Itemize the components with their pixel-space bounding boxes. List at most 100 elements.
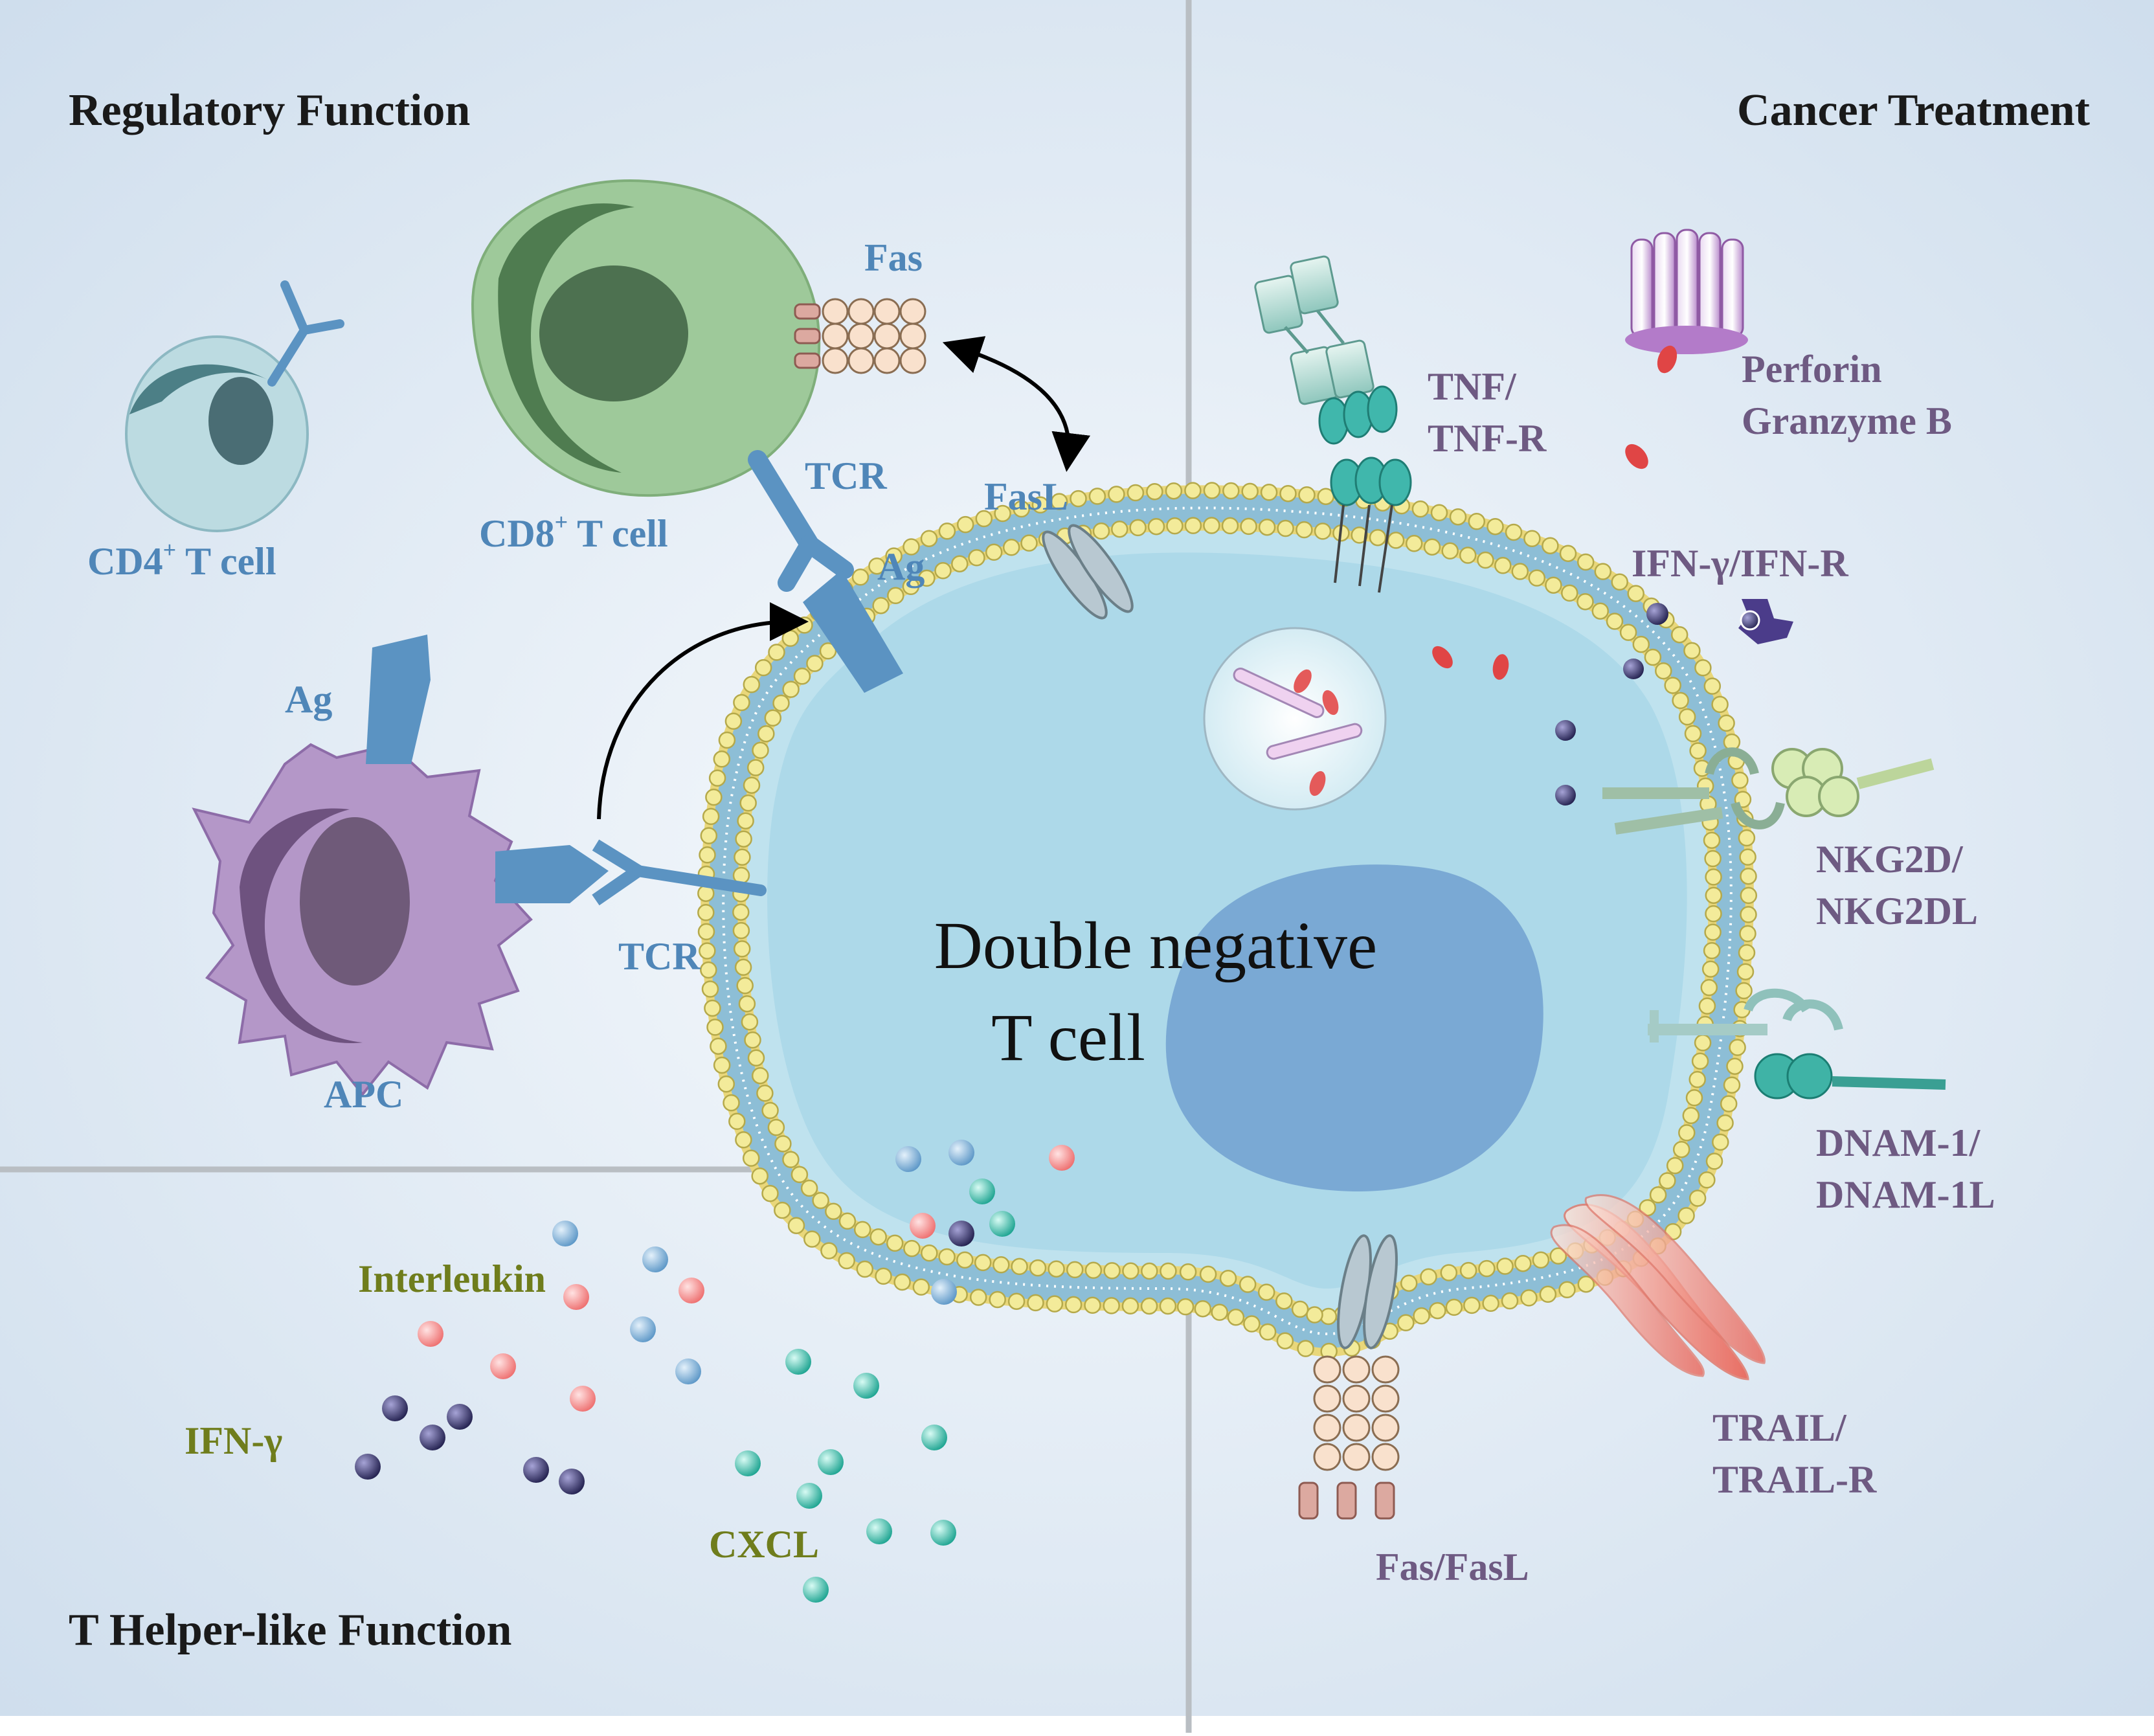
membrane-bead [1440,1264,1458,1281]
membrane-bead [1501,1292,1519,1310]
membrane-bead [1703,831,1721,849]
membrane-bead [734,848,751,866]
membrane-bead [868,557,886,575]
membrane-bead [761,1101,779,1120]
ifng-dot [948,1221,974,1246]
membrane-bead [1121,1297,1139,1315]
perforin-pore [1625,229,1748,469]
membrane-bead [920,530,938,547]
membrane-bead [717,1075,735,1093]
membrane-bead [938,1248,956,1266]
blue-dot [675,1358,701,1384]
membrane-bead [1700,978,1718,997]
membrane-bead [1664,677,1681,694]
membrane-bead [1239,1276,1257,1293]
tcr-ag-top [748,450,903,693]
membrane-bead [1738,829,1756,847]
membrane-bead [1678,1124,1696,1142]
membrane-bead [1449,508,1467,526]
membrane-bead [1291,1300,1309,1318]
membrane-bead [1277,519,1294,537]
membrane-bead [752,741,769,760]
cxcl-dot [969,1178,995,1204]
membrane-bead [1729,1039,1746,1056]
membrane-bead [736,976,754,995]
membrane-bead [1275,1292,1293,1310]
panel-title-regulatory: Regulatory Function [69,85,470,135]
membrane-bead [697,923,715,941]
membrane-bead [737,812,754,829]
membrane-bead [767,1118,785,1136]
membrane-bead [1619,624,1637,641]
membrane-bead [1400,1274,1418,1292]
membrane-bead [812,1191,829,1210]
membrane-bead [1528,569,1546,587]
membrane-bead [1682,1107,1700,1125]
blue-dot [642,1246,668,1272]
membrane-bead [803,1230,821,1248]
membrane-bead [1184,517,1202,534]
membrane-bead [1405,535,1423,552]
bottom-margin [0,1716,2154,1733]
membrane-bead [732,921,750,940]
membrane-bead [969,1289,987,1306]
intracellular-granules [1432,646,1644,806]
fasl-label: FasL [984,475,1068,518]
membrane-bead [1103,1297,1120,1314]
membrane-bead [820,1242,838,1259]
membrane-bead [701,980,719,998]
membrane-bead [886,1234,904,1252]
membrane-bead [838,1252,855,1270]
membrane-bead [1545,576,1562,594]
membrane-bead [735,1131,752,1149]
membrane-bead [1523,530,1541,548]
membrane-bead [743,675,761,693]
membrane-bead [838,1212,857,1230]
membrane-bead [1314,523,1332,540]
membrane-bead [869,1228,887,1246]
membrane-bead [1558,1281,1576,1299]
membrane-bead [825,1202,842,1221]
membrane-bead [1240,517,1257,535]
membrane-bead [768,644,785,661]
membrane-bead [974,1254,992,1272]
membrane-bead [1705,886,1723,904]
membrane-bead [757,725,775,743]
cxcl-dot [930,1520,956,1546]
interleukin-dot [910,1213,936,1239]
membrane-bead [903,538,920,556]
membrane-bead [819,642,837,660]
membrane-bead [1703,677,1722,695]
cxcl-dot [803,1577,829,1603]
ifng-dot [559,1469,585,1494]
ifn-r-label: IFN-γ/IFN-R [1632,542,1848,585]
interleukin-dot [1049,1145,1075,1171]
tnf-label-2: TNF-R [1428,417,1547,460]
membrane-bead [1179,1263,1197,1281]
membrane-bead [1705,868,1722,886]
cxcl-label: CXCL [709,1523,819,1566]
apc-label: APC [324,1073,403,1116]
membrane-bead [912,1278,930,1296]
membrane-bead [1258,518,1276,536]
membrane-bead [796,616,813,634]
membrane-bead [747,1049,765,1067]
membrane-bead [1221,517,1239,535]
interleukin-dot [570,1386,596,1412]
membrane-bead [1445,1298,1463,1316]
membrane-bead [1486,517,1504,535]
membrane-bead [743,776,761,794]
membrane-bead [1140,1297,1158,1315]
membrane-bead [1468,513,1486,530]
cxcl-dot [818,1449,844,1475]
membrane-bead [1203,482,1221,499]
membrane-bead [1542,537,1559,554]
membrane-bead [1297,1340,1314,1357]
trail-label-1: TRAIL/ [1712,1406,1847,1449]
membrane-bead [1577,1275,1595,1293]
membrane-bead [1194,1300,1212,1318]
membrane-bead [1677,1207,1695,1224]
membrane-bead [885,547,903,565]
membrane-bead [1632,635,1650,653]
